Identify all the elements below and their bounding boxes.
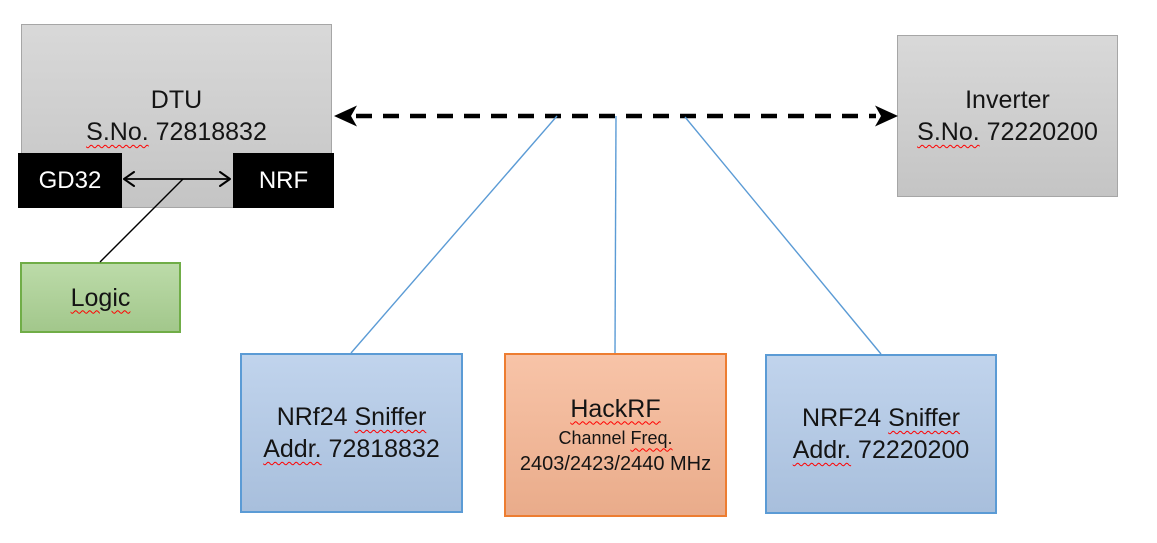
sniffer2-address: Addr. 72220200 <box>793 434 970 466</box>
sniffer2-box: NRF24 Sniffer Addr. 72220200 <box>765 354 997 514</box>
gd32-label: GD32 <box>38 166 102 194</box>
sniffer2-address-number: 72220200 <box>851 436 970 464</box>
hackrf-connector-line <box>614 115 617 354</box>
inverter-serial-label: S.No. <box>917 118 980 146</box>
dtu-serial-number: 72818832 <box>148 118 267 146</box>
hackrf-frequencies: 2403/2423/2440 MHz <box>519 452 712 475</box>
sniffer1-box: NRf24 Sniffer Addr. 72818832 <box>240 353 463 513</box>
hackrf-freq-word: Freq. <box>630 427 673 448</box>
hackrf-title: HackRF <box>570 394 661 423</box>
inverter-box: Inverter S.No. 72220200 <box>897 35 1118 197</box>
sniffer1-address: Addr. 72818832 <box>263 433 440 465</box>
sniffer1-address-number: 72818832 <box>321 435 440 463</box>
sniffer2-address-label: Addr. <box>792 436 852 464</box>
gd32-box: GD32 <box>18 153 122 208</box>
sniffer2-connector-line <box>684 116 882 355</box>
hackrf-box: HackRF Channel Freq. 2403/2423/2440 MHz <box>504 353 727 517</box>
sniffer1-title: NRf24 Sniffer <box>277 401 427 433</box>
dtu-serial-label: S.No. <box>86 118 149 146</box>
dtu-inverter-dashed-arrow <box>334 105 898 127</box>
inverter-title: Inverter <box>965 86 1050 114</box>
nrf-box: NRF <box>233 153 334 208</box>
inverter-serial: S.No. 72220200 <box>917 116 1098 148</box>
hackrf-channel-freq: Channel Freq. <box>558 425 672 451</box>
logic-box: Logic <box>20 262 181 333</box>
sniffer2-title-word: Sniffer <box>888 404 960 432</box>
sniffer1-address-label: Addr. <box>263 435 322 463</box>
sniffer2-title: NRF24 Sniffer <box>802 402 960 434</box>
sniffer1-title-prefix: NRf24 <box>276 403 355 431</box>
sniffer1-connector-line <box>350 115 558 354</box>
dtu-title: DTU <box>150 86 203 114</box>
sniffer2-title-prefix: NRF24 <box>802 404 889 432</box>
inverter-serial-number: 72220200 <box>979 118 1098 146</box>
sniffer1-title-word: Sniffer <box>354 403 427 431</box>
nrf-label: NRF <box>258 166 309 194</box>
hackrf-channel-prefix: Channel <box>558 427 631 448</box>
dtu-serial: S.No. 72818832 <box>86 116 267 148</box>
logic-label: Logic <box>70 283 131 312</box>
